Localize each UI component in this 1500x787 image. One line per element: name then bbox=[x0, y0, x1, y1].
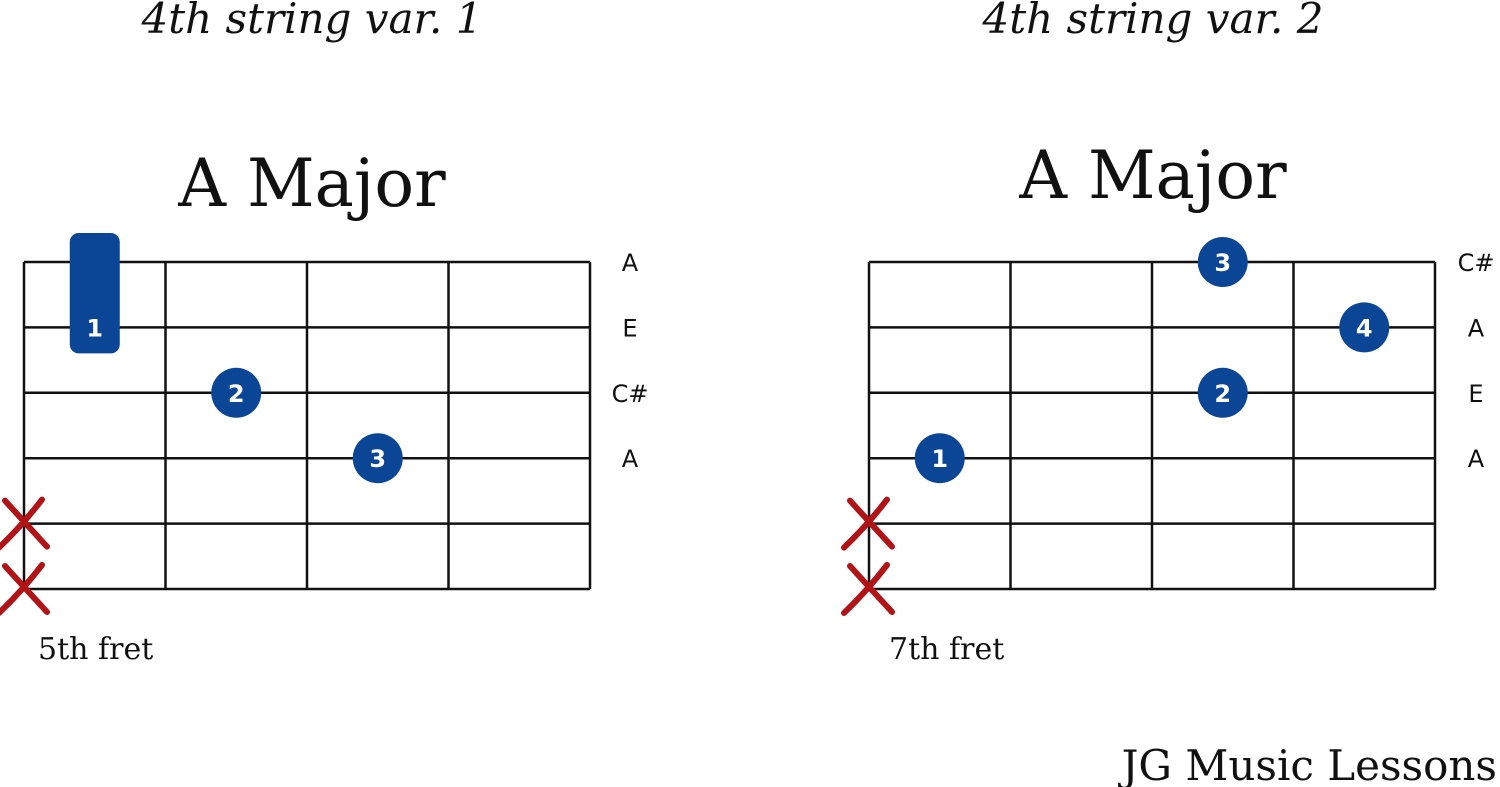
string-note-labels: C# A E A bbox=[1458, 249, 1495, 473]
finger-positions: 3 4 2 1 bbox=[914, 237, 1390, 484]
string-note-label: E bbox=[622, 314, 637, 342]
mute-x-icon bbox=[0, 562, 50, 616]
finger-dot: 2 bbox=[1197, 367, 1248, 418]
string-note-label: A bbox=[1468, 445, 1485, 473]
string-note-label: A bbox=[1468, 314, 1485, 342]
mute-x-icon bbox=[0, 496, 50, 551]
chord-name: A Major bbox=[177, 145, 446, 222]
mute-x-icon bbox=[841, 496, 895, 551]
muted-string-marks bbox=[841, 496, 895, 616]
diagram-subtitle: 4th string var. 1 bbox=[141, 0, 483, 43]
finger-number: 1 bbox=[931, 445, 948, 473]
finger-number: 3 bbox=[369, 445, 386, 473]
string-note-label: A bbox=[622, 445, 639, 473]
finger-positions: 1 2 3 bbox=[69, 233, 403, 484]
chord-name: A Major bbox=[1018, 137, 1287, 214]
finger-number: 2 bbox=[1214, 380, 1231, 408]
finger-dot: 2 bbox=[211, 367, 262, 418]
finger-dot: 3 bbox=[1197, 237, 1248, 287]
finger-number: 3 bbox=[1214, 249, 1231, 277]
diagram-subtitle: 4th string var. 2 bbox=[982, 0, 1324, 43]
mute-x-icon bbox=[841, 562, 895, 616]
finger-dot: 4 bbox=[1339, 302, 1390, 353]
finger-dot: 3 bbox=[352, 433, 403, 484]
finger-dot: 1 bbox=[914, 433, 965, 484]
start-fret-label: 5th fret bbox=[38, 632, 153, 667]
finger-number: 4 bbox=[1356, 314, 1373, 342]
string-note-labels: A E C# A bbox=[612, 249, 649, 473]
string-note-label: A bbox=[622, 249, 639, 277]
chord-diagram-1: 4th string var. 1 A Major A E C# A 1 2 3 5th … bbox=[0, 0, 648, 667]
finger-number: 2 bbox=[228, 380, 245, 408]
string-note-label: C# bbox=[612, 380, 649, 408]
string-note-label: E bbox=[1468, 380, 1483, 408]
start-fret-label: 7th fret bbox=[889, 632, 1004, 667]
finger-number: 1 bbox=[86, 314, 103, 342]
muted-string-marks bbox=[0, 496, 50, 616]
string-note-label: C# bbox=[1458, 249, 1495, 277]
finger-barre: 1 bbox=[69, 233, 120, 354]
chord-diagram-2: 4th string var. 2 A Major C# A E A 3 4 2 1 7th… bbox=[841, 0, 1495, 667]
brand-watermark: JG Music Lessons bbox=[1118, 741, 1497, 787]
